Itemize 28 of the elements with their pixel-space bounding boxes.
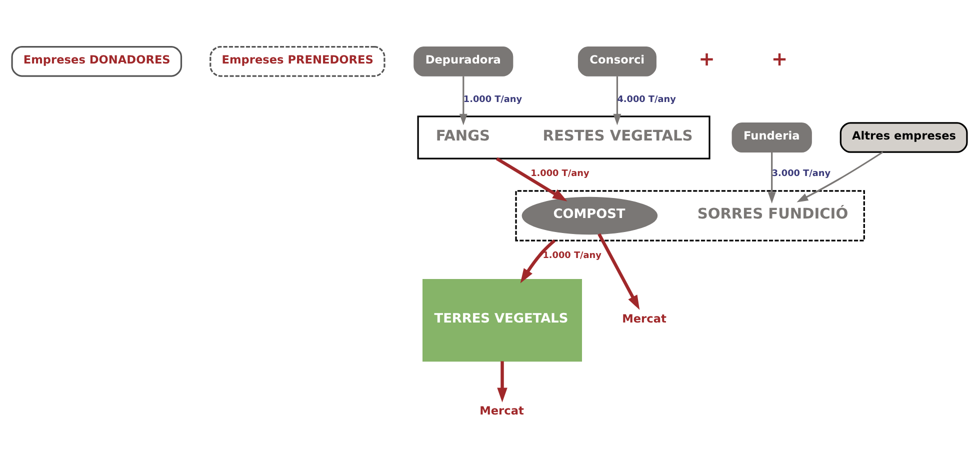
node-box: TERRES VEGETALS: [422, 278, 582, 362]
node-box: Funderia: [732, 122, 812, 152]
arrow: [613, 76, 622, 125]
edge-label: 1.000 T/any: [530, 168, 590, 179]
label: +: [771, 47, 788, 70]
node-box: Empreses PRENEDORES: [210, 46, 386, 76]
label: +: [698, 47, 715, 70]
arrow: [768, 152, 776, 203]
node-text: FANGS: [436, 126, 490, 144]
arrow: [598, 232, 640, 310]
node-text: SORRES FUNDICIÓ: [697, 205, 848, 222]
node-text: RESTES VEGETALS: [542, 126, 693, 144]
arrow: [497, 360, 508, 402]
arrow: [496, 156, 568, 201]
node-text: Mercat: [622, 310, 666, 325]
node-ellipse: COMPOST: [522, 196, 658, 234]
node-text: Mercat: [480, 402, 524, 417]
node-box: Depuradora: [414, 46, 514, 76]
arrow: [520, 238, 556, 283]
cluster: [417, 115, 710, 159]
node-box: Consorci: [578, 46, 656, 76]
edge-label: 1.000 T/any: [542, 250, 602, 261]
edge-label: 1.000 T/any: [463, 94, 522, 104]
node-box: Altres empreses: [840, 122, 968, 152]
edge-label: 3.000 T/any: [772, 168, 831, 179]
arrow: [459, 76, 468, 125]
arrow: [796, 150, 884, 202]
node-box: Empreses DONADORES: [11, 46, 182, 76]
